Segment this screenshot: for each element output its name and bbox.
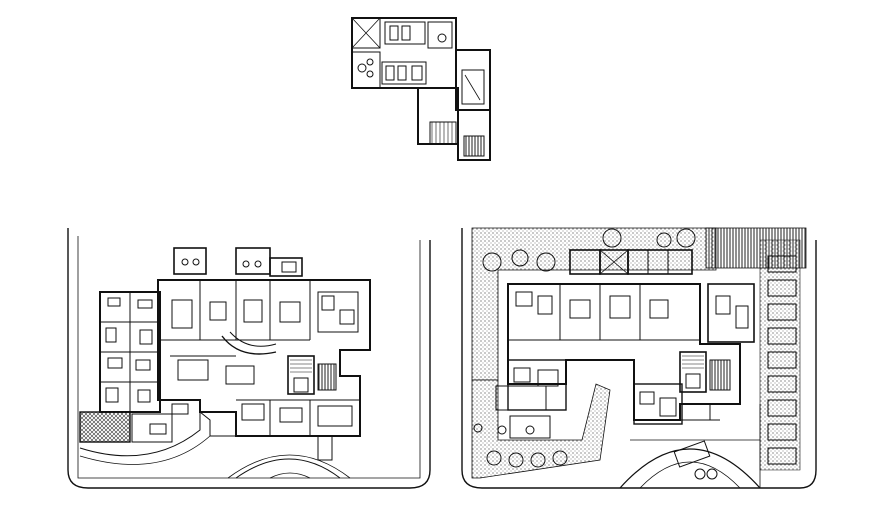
stair-icon xyxy=(287,355,315,395)
ground-floor-plan xyxy=(67,228,431,489)
car-icon xyxy=(673,255,797,468)
furniture-icon xyxy=(105,297,153,403)
tree-icon xyxy=(482,228,718,480)
site-plan xyxy=(461,227,817,489)
furniture-icon xyxy=(357,58,374,78)
stair-icon xyxy=(429,121,457,145)
upper-floor-plan xyxy=(351,17,491,161)
stair-icon xyxy=(679,351,707,393)
